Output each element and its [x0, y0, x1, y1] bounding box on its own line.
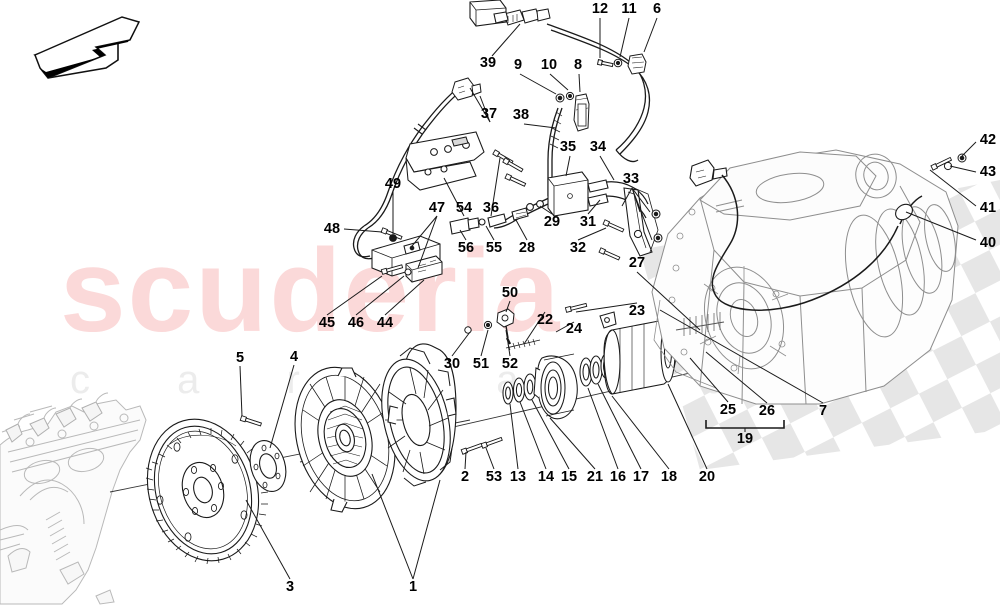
callout-8: 8: [573, 56, 583, 73]
callout-11: 11: [621, 0, 637, 17]
callout-37: 37: [480, 105, 498, 122]
callout-38: 38: [512, 106, 530, 123]
clutch-friction-disc: [294, 366, 396, 513]
fasteners-right: [930, 153, 967, 171]
callout-42: 42: [979, 131, 997, 148]
callout-46: 46: [347, 314, 365, 331]
callout-17: 17: [632, 468, 650, 485]
callout-leader-lines: [239, 17, 977, 580]
fasteners-top: [596, 53, 647, 75]
callout-14: 14: [537, 468, 555, 485]
hydraulic-valve-block: [449, 171, 649, 235]
callout-6: 6: [652, 0, 662, 17]
fasteners-mid-top: [555, 91, 590, 132]
callout-33: 33: [622, 170, 640, 187]
callout-1: 1: [408, 578, 418, 595]
callout-55: 55: [485, 239, 503, 256]
callout-16: 16: [609, 468, 627, 485]
callout-47: 47: [428, 199, 446, 216]
callout-26: 26: [758, 402, 776, 419]
callout-36: 36: [482, 199, 500, 216]
callout-19: 19: [736, 430, 754, 447]
callout-50: 50: [501, 284, 519, 301]
callout-3: 3: [285, 578, 295, 595]
engine-block-ghost: [0, 392, 147, 605]
sensor-connector: [689, 159, 923, 311]
callout-22: 22: [536, 311, 554, 328]
callout-25: 25: [719, 401, 737, 418]
heat-shield-plates: [405, 131, 485, 191]
callout-18: 18: [660, 468, 678, 485]
callout-9: 9: [513, 56, 523, 73]
pins-36-37: [492, 149, 527, 188]
callout-10: 10: [540, 56, 558, 73]
callout-23: 23: [628, 302, 646, 319]
callout-32: 32: [569, 239, 587, 256]
pedal-support-bracket: [371, 227, 443, 283]
callout-5: 5: [235, 349, 245, 366]
callout-41: 41: [979, 199, 997, 216]
callout-7: 7: [818, 402, 828, 419]
callout-2: 2: [460, 468, 470, 485]
clutch-hydraulic-pipes: [352, 0, 651, 260]
clutch-spacer-ring: [249, 440, 287, 492]
callout-40: 40: [979, 234, 997, 251]
callout-45: 45: [318, 314, 336, 331]
callout-30: 30: [443, 355, 461, 372]
callout-24: 24: [565, 320, 583, 337]
callout-56: 56: [457, 239, 475, 256]
callout-12: 12: [591, 0, 609, 17]
callout-51: 51: [472, 355, 490, 372]
watermark-scuderia: scuderia: [60, 225, 562, 357]
callout-28: 28: [518, 239, 536, 256]
callout-39: 39: [479, 54, 497, 71]
callout-44: 44: [376, 314, 394, 331]
orientation-arrow: [33, 16, 141, 79]
callout-54: 54: [455, 199, 473, 216]
callout-35: 35: [559, 138, 577, 155]
callout-52: 52: [501, 355, 519, 372]
callout-53: 53: [485, 468, 503, 485]
callout-15: 15: [560, 468, 578, 485]
callout-27: 27: [628, 254, 646, 271]
callout-49: 49: [384, 175, 402, 192]
callout-48: 48: [323, 220, 341, 237]
callout-13: 13: [509, 468, 527, 485]
callout-34: 34: [589, 138, 607, 155]
callout-43: 43: [979, 163, 997, 180]
callout-29: 29: [543, 213, 561, 230]
flywheel-ring-gear: [145, 418, 269, 565]
callout-31: 31: [579, 213, 597, 230]
callout-20: 20: [698, 468, 716, 485]
callout-4: 4: [289, 348, 299, 365]
callout-21: 21: [586, 468, 604, 485]
clutch-pressure-plate: [381, 343, 457, 487]
support-bracket-33: [598, 187, 663, 262]
